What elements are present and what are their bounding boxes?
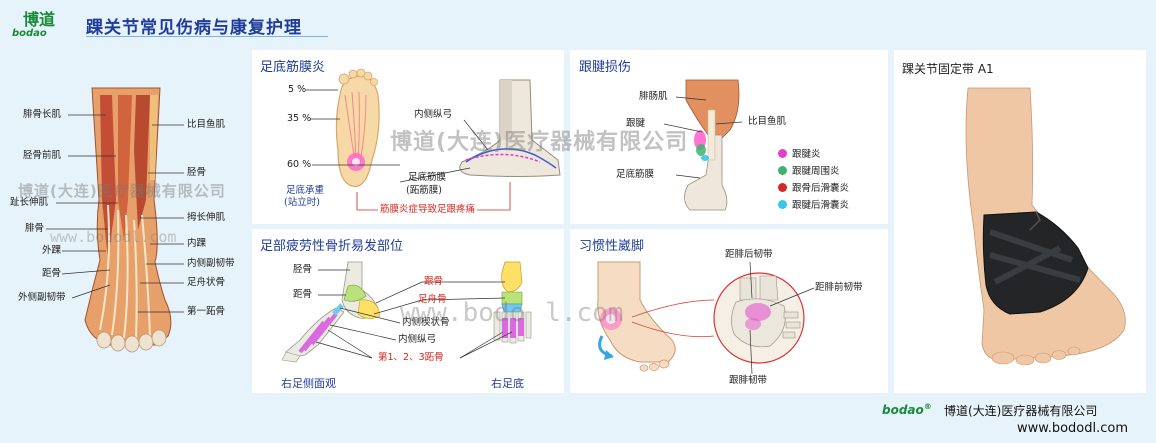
anatomy-label-left: 距骨 [42,268,62,279]
footer-brand: bodao® [882,402,932,417]
legend-swatch [778,183,787,192]
plantar-caption: 筋膜炎症导致足跟疼痛 [378,204,478,215]
panel-title: 足部疲劳性骨折易发部位 [260,239,404,254]
sprain-label: 距腓后韧带 [725,249,773,260]
fracture-label: 距骨 [293,289,313,300]
weight-label: 足底承重 [286,185,325,196]
fracture-caption-left: 右足侧面观 [281,377,336,390]
achilles-label: 足底筋膜 [616,169,655,180]
fracture-label: 胫骨 [293,264,313,275]
anatomy-label-right: 足舟状骨 [187,277,226,288]
anatomy-label-left: 胫骨前肌 [23,150,62,161]
footer-company: 博道(大连)医疗器械有限公司 [944,404,1098,418]
logo: 博道 bodao [8,6,70,44]
anatomy-label-left: 外踝 [42,245,62,256]
anatomy-label-right: 比目鱼肌 [187,119,226,130]
weight-label-sub: (站立时) [284,197,320,208]
legend-label: 跟骨后滑囊炎 [792,183,850,194]
legend-item: 跟腱炎 [778,146,821,160]
legend-item: 跟腱后滑囊炎 [778,197,849,211]
panel-title: 踝关节固定带 A1 [902,62,994,76]
fracture-label: 内侧纵弓 [398,334,437,345]
fascia-label: 足底筋膜 [408,172,447,183]
anatomy-label-left: 腓骨 [25,223,45,234]
anatomy-label-left: 腓骨长肌 [23,109,62,120]
legend-swatch [778,166,787,175]
panel-title: 跟腱损伤 [579,60,632,75]
pct-60: 60 % [287,159,312,170]
legend-label: 跟腱后滑囊炎 [792,200,850,211]
legend-swatch [778,149,787,158]
fascia-label-sub: (跖筋膜) [406,185,442,196]
panel-achilles: 跟腱损伤 [570,50,888,224]
fracture-label: 跟骨 [424,276,444,287]
logo-glyph: 博道 [23,10,56,29]
legend-label: 跟腱炎 [792,149,821,160]
anatomy-label-right: 内侧副韧带 [187,258,235,269]
footer-url: www.bododl.com [1017,421,1129,436]
legend-item: 跟腱周围炎 [778,163,840,177]
fracture-caption-right: 右足底 [491,377,524,390]
anatomy-label-left: 趾长伸肌 [10,197,49,208]
sprain-label: 跟腓韧带 [729,375,768,386]
achilles-label: 比目鱼肌 [748,116,787,127]
achilles-label: 腓肠肌 [639,91,668,102]
fracture-label: 第1、2、3跖骨 [378,352,444,363]
panel-title: 足底筋膜炎 [260,60,326,75]
fracture-label: 内侧楔状骨 [402,317,450,328]
sprain-label: 距腓前韧带 [815,282,863,293]
panel-title: 习惯性崴脚 [579,239,645,254]
anatomy-label-right: 胫骨 [187,167,207,178]
legend-label: 跟腱周围炎 [792,166,840,177]
pct-5: 5 % [288,84,307,95]
anatomy-label-left: 外侧副韧带 [18,292,66,303]
anatomy-label-right: 拇长伸肌 [187,212,226,223]
anatomy-label-right: 第一跖骨 [187,306,226,317]
arch-label: 内侧纵弓 [414,109,453,120]
header-rule [86,36,328,37]
registered-mark: ® [923,402,932,411]
legend-item: 跟骨后滑囊炎 [778,180,849,194]
footer-brand-text: bodao [882,403,924,417]
fracture-label: 足舟骨 [418,294,447,305]
page-title: 踝关节常见伤病与康复护理 [86,18,302,38]
pct-35: 35 % [287,113,312,124]
anatomy-label-right: 内踝 [187,238,207,249]
logo-text: bodao [12,28,47,39]
achilles-label: 跟腱 [626,118,646,129]
legend-swatch [778,200,787,209]
